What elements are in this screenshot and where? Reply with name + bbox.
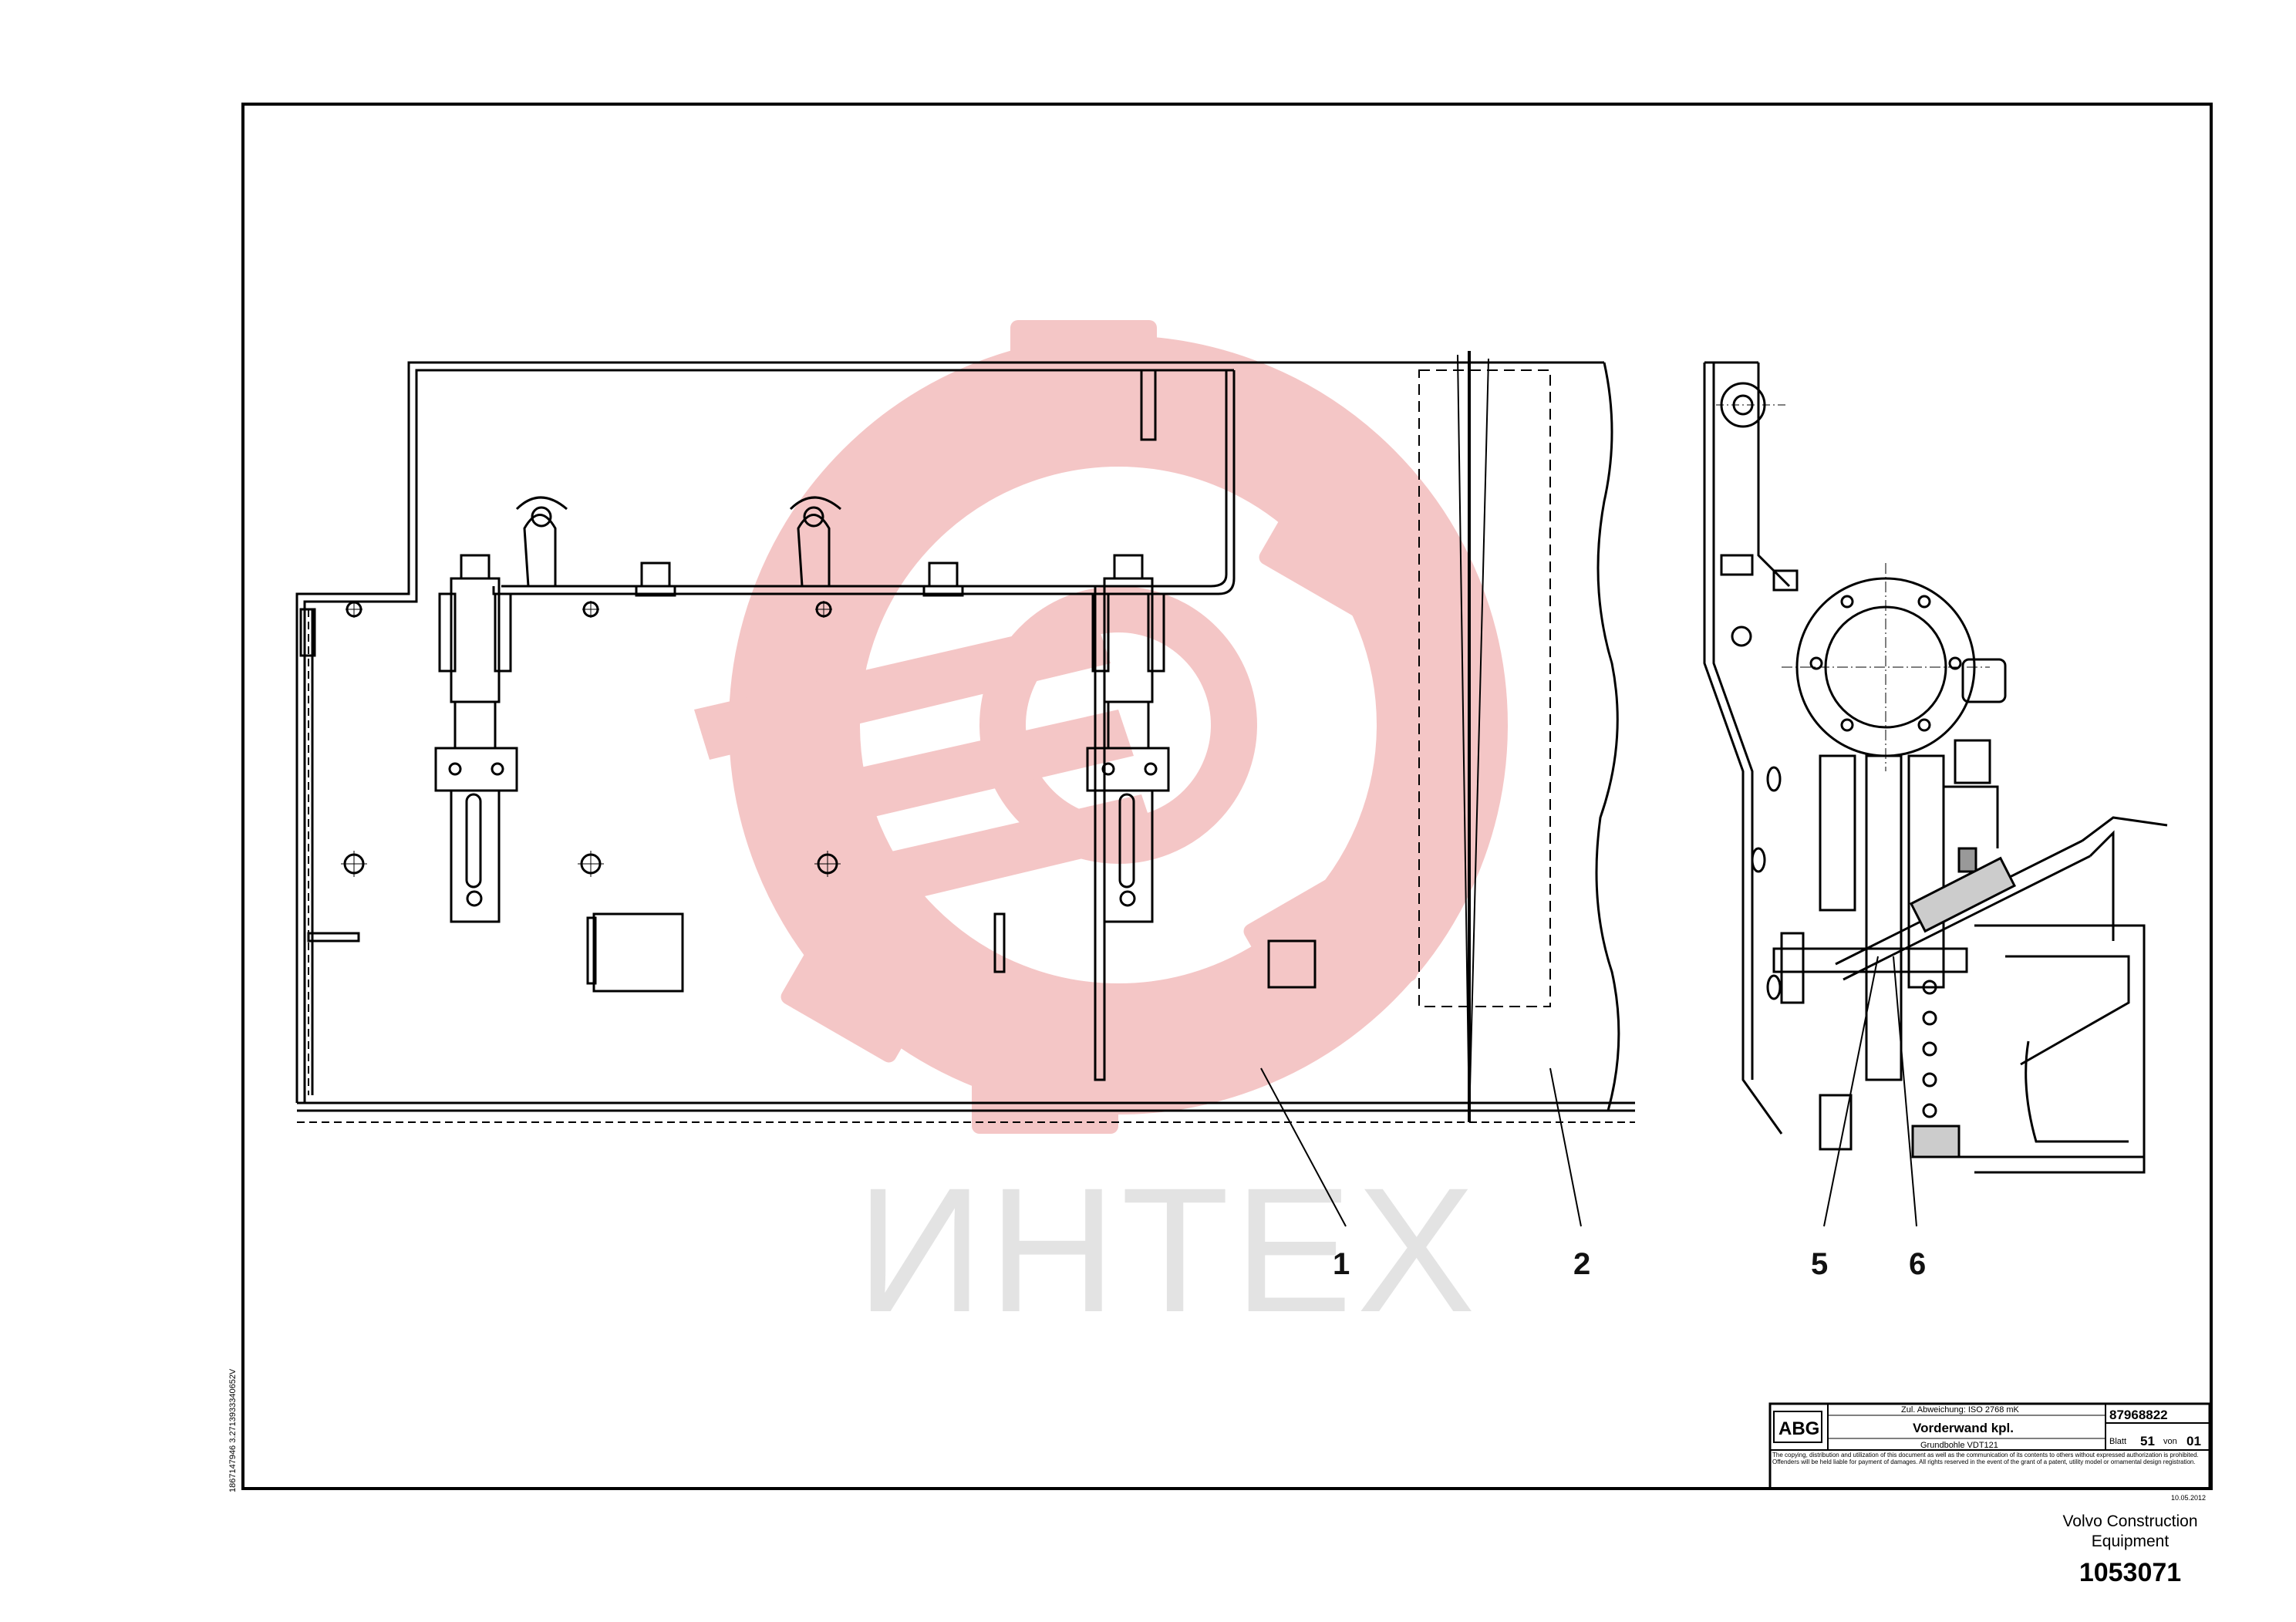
side-section-view bbox=[1703, 361, 2168, 1174]
part-number: 87968822 bbox=[2109, 1408, 2168, 1422]
drawing-date: 10.05.2012 bbox=[2171, 1494, 2206, 1502]
watermark: ИНТЕХ bbox=[694, 320, 1508, 1349]
side-code-text: 1867147946 3.2713933340652V bbox=[228, 1368, 238, 1492]
footer-company: Volvo Construction Equipment bbox=[2062, 1512, 2198, 1550]
callout-6: 6 bbox=[1909, 1247, 1926, 1281]
top-clamp-left bbox=[515, 496, 568, 588]
callout-5: 5 bbox=[1811, 1247, 1828, 1281]
gear-logo-icon bbox=[694, 320, 1508, 1134]
sheet-of-label: von bbox=[2163, 1437, 2177, 1446]
drawing-subtitle: Grundbohle VDT121 bbox=[1920, 1441, 1998, 1450]
drawing-title: Vorderwand kpl. bbox=[1913, 1421, 2014, 1435]
logo-text: ABG bbox=[1778, 1418, 1819, 1439]
right-bracket-assembly bbox=[1086, 554, 1170, 1081]
leader-lines bbox=[1260, 956, 1917, 1227]
footer-document-number: 1053071 bbox=[2079, 1558, 2182, 1587]
left-bracket-assembly bbox=[434, 554, 518, 923]
drawing-border bbox=[241, 103, 2213, 1490]
title-block: ABG Zul. Abweichung: ISO 2768 mK 8796882… bbox=[1768, 1402, 2211, 1502]
tolerance-note: Zul. Abweichung: ISO 2768 mK bbox=[1901, 1405, 2020, 1415]
top-clamp-right bbox=[789, 496, 841, 588]
sheet-number: 51 bbox=[2140, 1434, 2155, 1448]
watermark-text: ИНТЕХ bbox=[856, 1151, 1480, 1349]
sheet-label: Blatt bbox=[2109, 1437, 2126, 1446]
copyright-note: The copying, distribution and utilizatio… bbox=[1772, 1452, 2199, 1465]
footer: Volvo Construction Equipment 1053071 bbox=[2030, 1512, 2230, 1588]
abg-logo-icon bbox=[1773, 1411, 1822, 1443]
callout-1: 1 bbox=[1333, 1247, 1350, 1281]
mounting-holes bbox=[341, 601, 841, 877]
front-view bbox=[295, 351, 1635, 1123]
sheet-total: 01 bbox=[2186, 1434, 2201, 1448]
callout-2: 2 bbox=[1573, 1247, 1590, 1281]
